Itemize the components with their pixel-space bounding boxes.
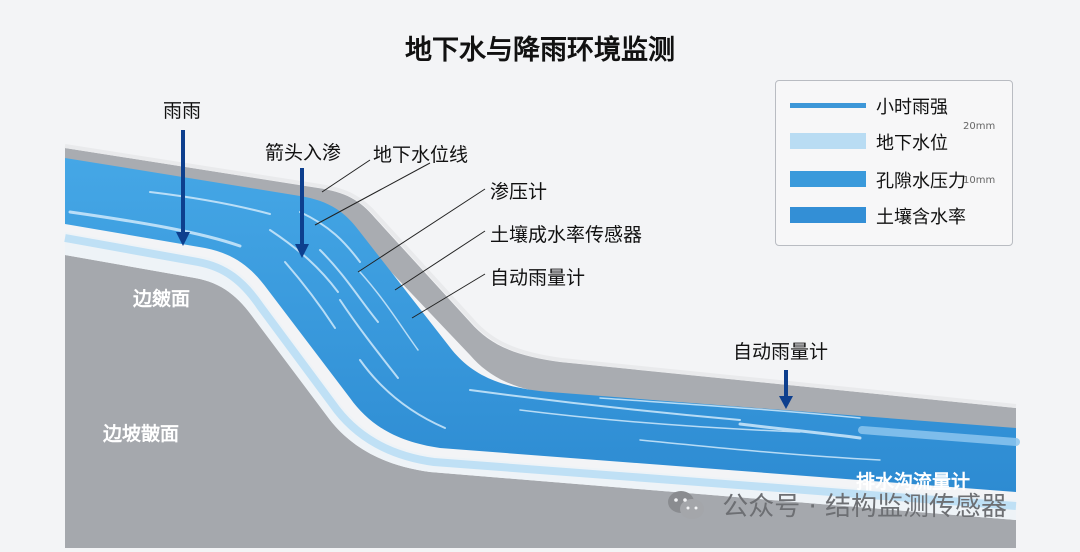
legend-swatch bbox=[790, 207, 866, 223]
legend-label: 小时雨强 bbox=[876, 97, 948, 118]
legend: 小时雨强 地下水位 孔隙水压力 土壤含水率 20mm 10mm bbox=[775, 80, 1013, 246]
legend-scale-top: 20mm bbox=[963, 121, 996, 132]
rain-gauge-slope-label: 自动雨量计 bbox=[490, 267, 586, 289]
flow-streaks bbox=[68, 191, 1020, 461]
rain-gauge-arrow bbox=[779, 370, 793, 409]
rain-arrow bbox=[176, 130, 190, 246]
ground-surface-line bbox=[64, 144, 1017, 408]
piezometer-label: 渗压计 bbox=[490, 181, 548, 203]
legend-swatch bbox=[790, 171, 866, 187]
wechat-icon bbox=[668, 490, 704, 519]
legend-label: 土壤含水率 bbox=[876, 207, 966, 228]
slope-surface-label: 边皴面 bbox=[133, 288, 191, 310]
infiltration-label: 箭头入渗 bbox=[265, 142, 342, 164]
legend-swatch bbox=[790, 103, 866, 108]
infiltration-arrow bbox=[295, 168, 309, 258]
rain-label: 雨雨 bbox=[163, 100, 202, 122]
leader-lines bbox=[314, 159, 486, 319]
watermark: 公众号 · 结构监测传感器 bbox=[666, 486, 1007, 526]
groundwater-level-band bbox=[65, 232, 1016, 520]
legend-label: 孔隙水压力 bbox=[876, 171, 966, 192]
groundwater-line-label: 地下水位线 bbox=[373, 144, 469, 166]
diagram-title: 地下水与降雨环境监测 bbox=[405, 35, 675, 66]
watermark-text: 公众号 · 结构监测传感器 bbox=[722, 492, 1008, 522]
legend-swatch bbox=[790, 133, 866, 149]
groundwater-line-band bbox=[64, 234, 1017, 510]
legend-scale-bottom: 10mm bbox=[963, 175, 996, 186]
slope-ground-mass bbox=[65, 255, 1016, 548]
rain-gauge-flat-label: 自动雨量计 bbox=[733, 341, 829, 363]
slope-profile-label: 边坡皵面 bbox=[103, 423, 180, 445]
legend-label: 地下水位 bbox=[876, 133, 948, 154]
drain-flow-meter-label: 排水沟流量计 bbox=[856, 471, 971, 493]
soil-moisture-sensor-label: 土壤成水率传感器 bbox=[490, 224, 643, 246]
